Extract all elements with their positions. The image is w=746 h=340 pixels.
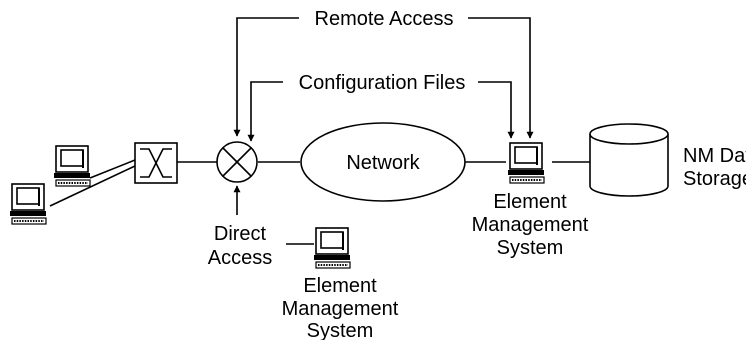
computer-icon [313,227,351,269]
storage-label-line1: NM Data [683,145,746,167]
configuration-files-connector: Configuration Files [247,72,515,142]
network-node: Network [300,122,466,202]
circled-x-icon [216,141,258,183]
remote-access-connector: Remote Access [233,8,534,139]
connection-lines [49,159,590,245]
storage-label-line2: Storage [683,168,746,190]
ems-bottom-label-line3: System [307,320,374,340]
computer-icon [507,142,545,184]
direct-access-label-line1: Direct [214,223,267,245]
remote-access-label: Remote Access [315,8,454,30]
switch-icon [134,142,178,184]
ems-right-label-line3: System [497,237,564,259]
computer-icon [9,183,47,225]
ems-right-label-line2: Management [472,214,589,236]
network-label: Network [346,152,420,174]
link-bottom-workstation-switch [49,165,136,207]
computer-icon [53,145,91,187]
database-icon [589,123,669,197]
ems-bottom-label-line1: Element [303,275,377,297]
configuration-files-label: Configuration Files [299,72,466,94]
ems-bottom-label-line2: Management [282,298,399,320]
direct-access-label-line2: Access [208,247,272,269]
link-top-workstation-switch [89,159,136,179]
ems-right-label-line1: Element [493,191,567,213]
